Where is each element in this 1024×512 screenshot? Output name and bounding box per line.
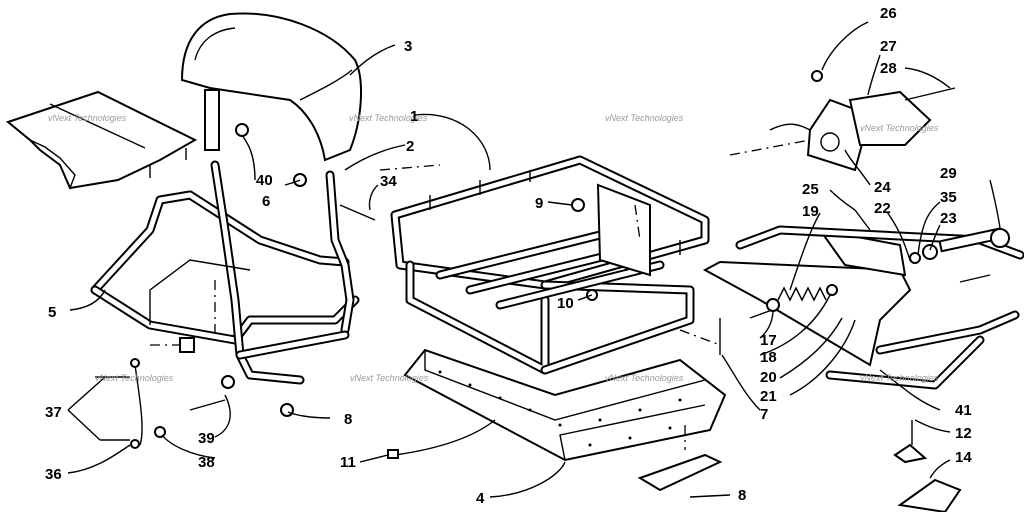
callout-39: 39 — [198, 430, 215, 447]
callout-26: 26 — [880, 5, 897, 22]
callout-8b: 8 — [738, 487, 746, 504]
callout-1: 1 — [410, 108, 418, 125]
seat-frame — [90, 160, 360, 385]
watermark-text: vNext Technologies — [95, 373, 174, 383]
callout-36: 36 — [45, 466, 62, 483]
callout-9: 9 — [535, 195, 543, 212]
seat-cushion-panel — [5, 90, 198, 190]
pan-bracket — [637, 453, 723, 492]
watermark-text: vNext Technologies — [349, 113, 428, 123]
watermark-text: vNext Technologies — [605, 113, 684, 123]
callout-23: 23 — [940, 210, 957, 227]
callout-22: 22 — [874, 200, 891, 217]
callout-29: 29 — [940, 165, 957, 182]
watermark-text: vNext Technologies — [605, 373, 684, 383]
assembly-lines — [150, 139, 811, 450]
tail-light — [769, 90, 932, 172]
callout-7: 7 — [760, 406, 768, 423]
callout-17: 17 — [760, 332, 777, 349]
callout-5: 5 — [48, 304, 56, 321]
callout-34: 34 — [380, 173, 397, 190]
wiring-harness — [95, 358, 496, 459]
callout-labels: 3 1 2 40 6 34 9 10 5 8 37 39 38 36 11 4 … — [45, 5, 972, 507]
callout-18: 18 — [760, 349, 777, 366]
fasteners — [221, 70, 991, 512]
cargo-rack — [390, 155, 710, 375]
callout-27: 27 — [880, 38, 897, 55]
callout-12: 12 — [955, 425, 972, 442]
callout-24: 24 — [874, 179, 891, 196]
watermarks: vNext Technologies vNext Technologies vN… — [48, 113, 939, 383]
spring — [766, 284, 838, 312]
hitch-pin — [909, 227, 1010, 264]
callout-38: 38 — [198, 454, 215, 471]
callout-6: 6 — [262, 193, 270, 210]
watermark-text: vNext Technologies — [350, 373, 429, 383]
callout-10: 10 — [557, 295, 574, 312]
watermark-text: vNext Technologies — [860, 373, 939, 383]
callout-40: 40 — [256, 172, 273, 189]
callout-19: 19 — [802, 203, 819, 220]
callout-35: 35 — [940, 189, 957, 206]
watermark-text: vNext Technologies — [48, 113, 127, 123]
callout-20: 20 — [760, 369, 777, 386]
watermark-text: vNext Technologies — [860, 123, 939, 133]
callout-11: 11 — [340, 454, 356, 471]
callout-3: 3 — [404, 38, 412, 55]
callout-2: 2 — [406, 138, 414, 155]
callout-28: 28 — [880, 60, 897, 77]
hitch-plate — [702, 228, 912, 367]
callout-37: 37 — [45, 404, 62, 421]
callout-21: 21 — [760, 388, 777, 405]
base-pan — [403, 348, 727, 462]
callout-8: 8 — [344, 411, 352, 428]
callout-41: 41 — [955, 402, 972, 419]
callout-25: 25 — [802, 181, 819, 198]
callout-14: 14 — [955, 449, 972, 466]
leader-lines — [67, 21, 1001, 498]
callout-4: 4 — [476, 490, 485, 507]
backrest — [180, 12, 363, 162]
